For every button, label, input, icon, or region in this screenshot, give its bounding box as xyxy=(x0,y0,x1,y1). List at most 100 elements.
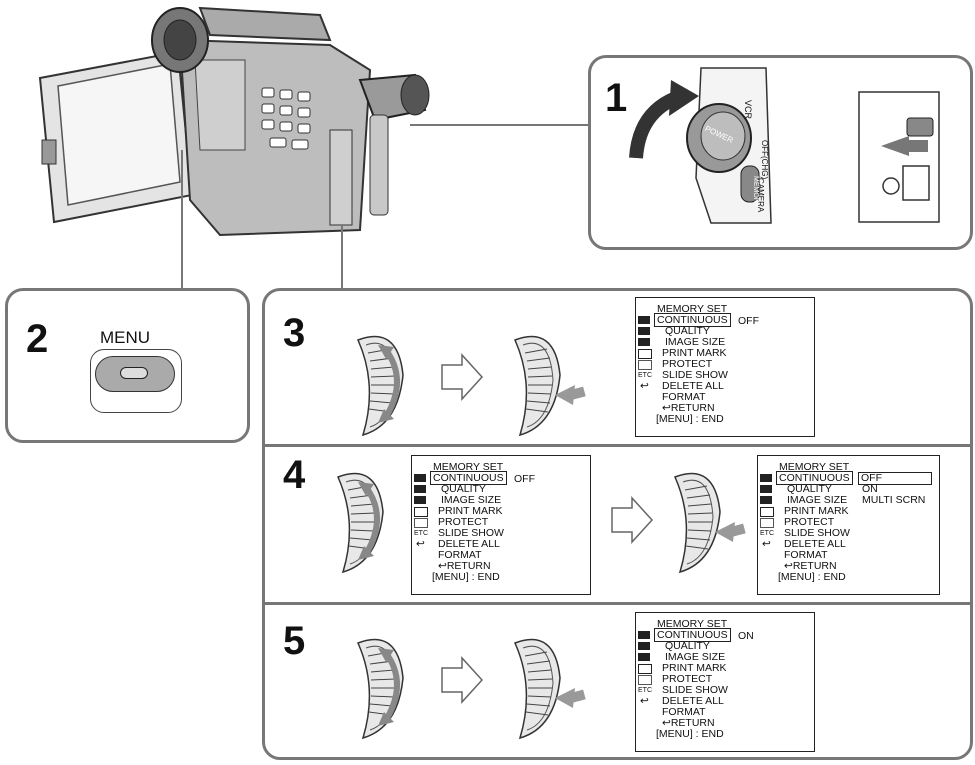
image-size-item[interactable]: IMAGE SIZE xyxy=(441,494,502,506)
print-mark-icon xyxy=(638,349,652,359)
protect-item[interactable]: PROTECT xyxy=(784,516,835,528)
step-4-number: 4 xyxy=(283,453,306,497)
menu-end-hint: [MENU] : END xyxy=(656,728,724,740)
quality-item[interactable]: QUALITY xyxy=(787,483,832,495)
menu-title: MEMORY SET xyxy=(779,461,850,473)
etc-icon: ETC xyxy=(638,372,652,379)
quality-icon xyxy=(760,485,772,493)
slide-show-item[interactable]: SLIDE SHOW xyxy=(662,369,728,381)
delete-all-item[interactable]: DELETE ALL xyxy=(662,695,724,707)
step-2-panel: 2 MENU xyxy=(5,288,250,443)
etc-icon: ETC xyxy=(638,687,652,694)
menu-end-hint: [MENU] : END xyxy=(432,571,500,583)
etc-icon: ETC xyxy=(414,530,428,537)
quality-item[interactable]: QUALITY xyxy=(665,640,710,652)
slide-show-item[interactable]: SLIDE SHOW xyxy=(662,684,728,696)
slide-show-item[interactable]: SLIDE SHOW xyxy=(784,527,850,539)
continuous-item-selected[interactable]: CONTINUOUS xyxy=(430,471,507,485)
image-size-icon xyxy=(414,496,426,504)
camera-icon xyxy=(414,474,426,482)
continuous-item-selected[interactable]: CONTINUOUS xyxy=(654,313,731,327)
format-item[interactable]: FORMAT xyxy=(662,391,706,403)
menu-button[interactable] xyxy=(90,349,182,413)
step-4-menu-screen-a: MEMORY SET CONTINUOUS OFF QUALITY IMAGE … xyxy=(411,455,591,595)
option-on[interactable]: ON xyxy=(862,483,878,495)
continuous-item-selected[interactable]: CONTINUOUS xyxy=(654,628,731,642)
protect-icon xyxy=(638,360,652,370)
return-item[interactable]: RETURN xyxy=(446,560,491,572)
return-arrow-icon: ↩ xyxy=(662,402,671,414)
return-icon: ↩ xyxy=(416,538,425,550)
print-mark-icon xyxy=(638,664,652,674)
step-5-menu-screen: MEMORY SET CONTINUOUS ON QUALITY IMAGE S… xyxy=(635,612,815,752)
delete-all-item[interactable]: DELETE ALL xyxy=(662,380,724,392)
quality-icon xyxy=(638,327,650,335)
option-multi-scrn[interactable]: MULTI SCRN xyxy=(862,494,926,506)
protect-item[interactable]: PROTECT xyxy=(662,358,713,370)
slide-show-item[interactable]: SLIDE SHOW xyxy=(438,527,504,539)
return-arrow-icon: ↩ xyxy=(662,717,671,729)
menu-button-label: MENU xyxy=(100,328,151,347)
camera-icon xyxy=(638,631,650,639)
continuous-value: OFF xyxy=(514,473,535,485)
camera-icon xyxy=(760,474,772,482)
quality-icon xyxy=(414,485,426,493)
image-size-icon xyxy=(760,496,772,504)
return-icon: ↩ xyxy=(640,380,649,392)
step-4-menu-screen-b: MEMORY SET CONTINUOUS OFF QUALITY ON IMA… xyxy=(757,455,940,595)
continuous-value: ON xyxy=(738,630,754,642)
menu-end-hint: [MENU] : END xyxy=(778,571,846,583)
step-5-number: 5 xyxy=(283,619,306,663)
etc-icon: ETC xyxy=(760,530,774,537)
step-1-number: 1 xyxy=(605,76,628,120)
delete-all-item[interactable]: DELETE ALL xyxy=(784,538,846,550)
quality-item[interactable]: QUALITY xyxy=(665,325,710,337)
camera-icon xyxy=(638,316,650,324)
menu-end-hint: [MENU] : END xyxy=(656,413,724,425)
print-mark-item[interactable]: PRINT MARK xyxy=(662,662,727,674)
print-mark-item[interactable]: PRINT MARK xyxy=(784,505,849,517)
step-1-panel: 1 VCR POWER OFF(CHG) CAMERA MEMORY xyxy=(588,55,973,250)
return-item[interactable]: RETURN xyxy=(792,560,837,572)
print-mark-item[interactable]: PRINT MARK xyxy=(662,347,727,359)
step-3-number: 3 xyxy=(283,311,306,355)
return-item[interactable]: RETURN xyxy=(670,402,715,414)
image-size-item[interactable]: IMAGE SIZE xyxy=(787,494,848,506)
menu-title: MEMORY SET xyxy=(433,461,504,473)
quality-icon xyxy=(638,642,650,650)
menu-title: MEMORY SET xyxy=(657,618,728,630)
continuous-value: OFF xyxy=(738,315,759,327)
return-icon: ↩ xyxy=(640,695,649,707)
divider-3-4 xyxy=(264,444,970,447)
return-arrow-icon: ↩ xyxy=(784,560,793,572)
protect-icon xyxy=(414,518,428,528)
print-mark-item[interactable]: PRINT MARK xyxy=(438,505,503,517)
continuous-item-selected[interactable]: CONTINUOUS xyxy=(776,471,853,485)
step-3-menu-screen: MEMORY SET CONTINUOUS OFF QUALITY IMAGE … xyxy=(635,297,815,437)
step-2-number: 2 xyxy=(26,317,49,361)
protect-icon xyxy=(760,518,774,528)
print-mark-icon xyxy=(760,507,774,517)
format-item[interactable]: FORMAT xyxy=(438,549,482,561)
power-switch-drawing xyxy=(629,67,940,224)
menu-title: MEMORY SET xyxy=(657,303,728,315)
delete-all-item[interactable]: DELETE ALL xyxy=(438,538,500,550)
return-arrow-icon: ↩ xyxy=(438,560,447,572)
image-size-icon xyxy=(638,653,650,661)
quality-item[interactable]: QUALITY xyxy=(441,483,486,495)
protect-item[interactable]: PROTECT xyxy=(662,673,713,685)
option-off-selected[interactable]: OFF xyxy=(858,472,932,485)
camcorder-illustration xyxy=(30,0,450,240)
return-icon: ↩ xyxy=(762,538,771,550)
divider-4-5 xyxy=(264,602,970,605)
image-size-item[interactable]: IMAGE SIZE xyxy=(665,651,726,663)
image-size-item[interactable]: IMAGE SIZE xyxy=(665,336,726,348)
protect-icon xyxy=(638,675,652,685)
format-item[interactable]: FORMAT xyxy=(784,549,828,561)
format-item[interactable]: FORMAT xyxy=(662,706,706,718)
return-item[interactable]: RETURN xyxy=(670,717,715,729)
print-mark-icon xyxy=(414,507,428,517)
protect-item[interactable]: PROTECT xyxy=(438,516,489,528)
